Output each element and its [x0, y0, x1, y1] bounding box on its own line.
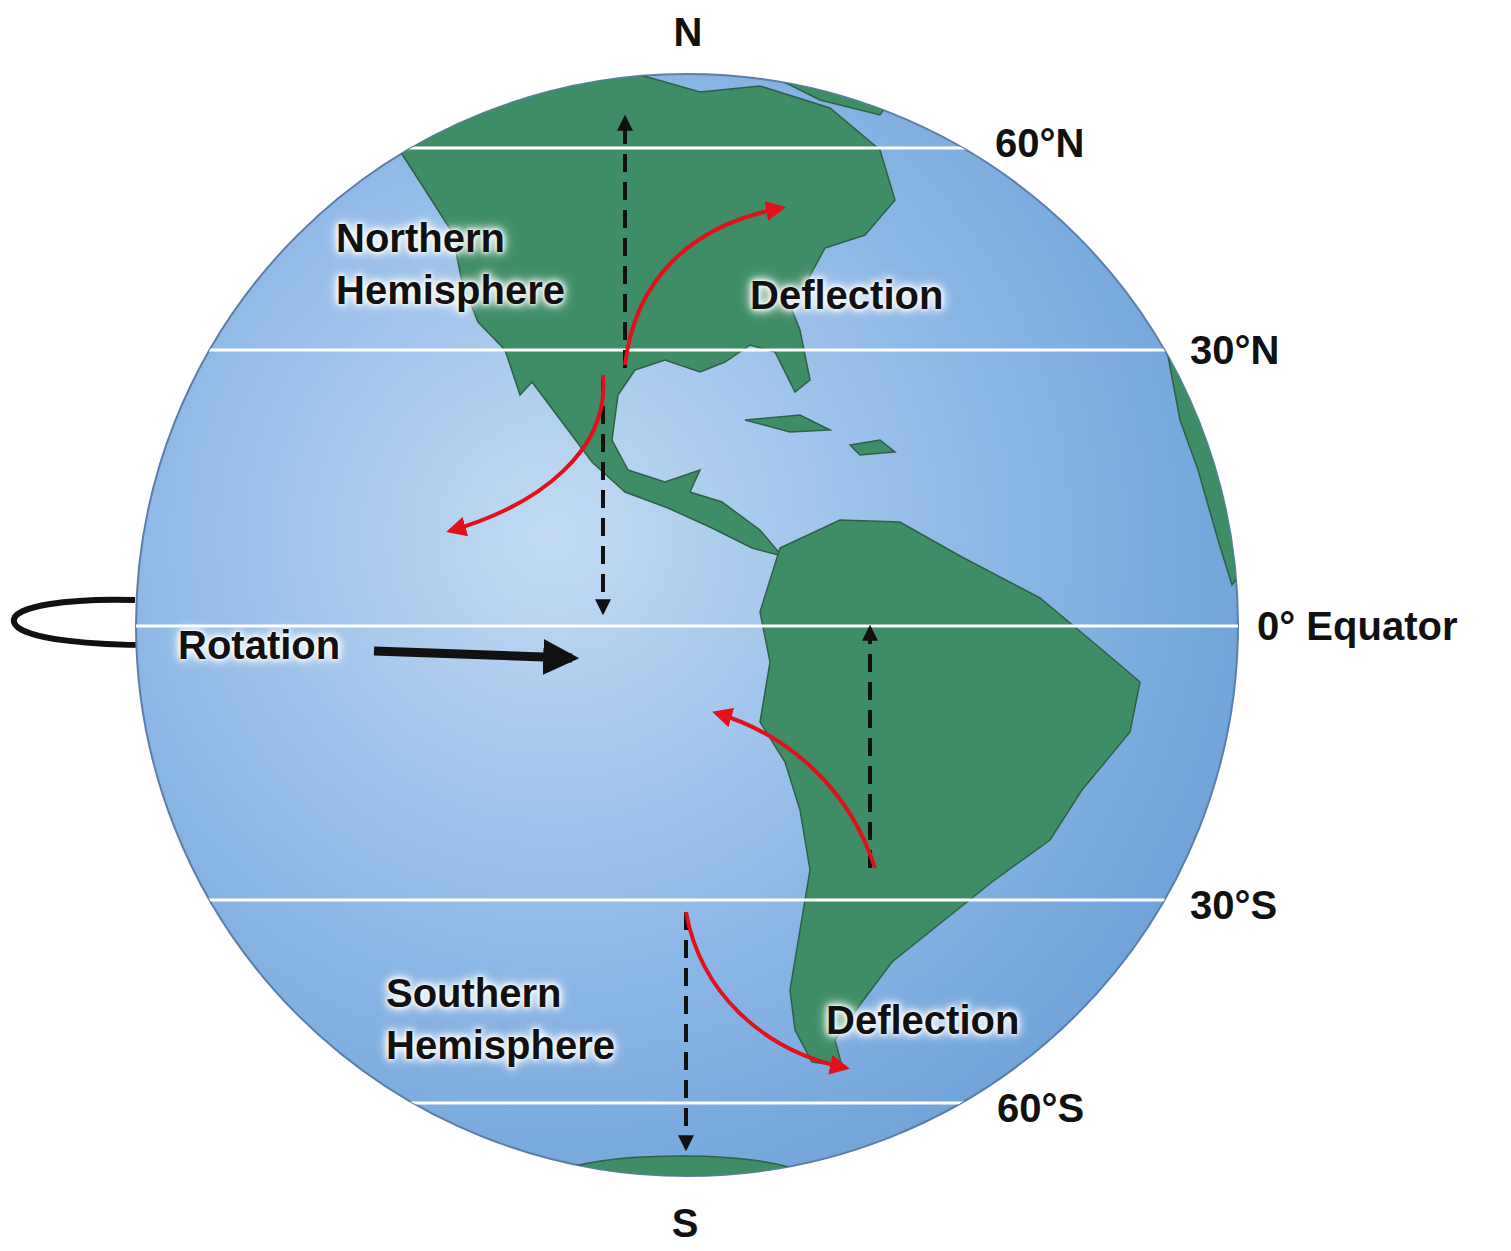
map-label: Southern Hemisphere [386, 967, 686, 1071]
map-label: Rotation [178, 619, 340, 671]
map-label: 30°S [1190, 879, 1277, 931]
caribbean [745, 415, 895, 455]
map-label: Deflection [750, 269, 943, 321]
map-label: 60°N [995, 117, 1084, 169]
south-america [760, 520, 1140, 1066]
map-label: 0° Equator [1257, 600, 1457, 652]
map-label: N [674, 6, 703, 58]
continents [380, 60, 1250, 1200]
map-label: S [672, 1197, 699, 1249]
map-label: Deflection [826, 994, 1019, 1046]
map-label: Northern Hemisphere [336, 212, 626, 316]
intended-paths [603, 118, 870, 1148]
map-label: 30°N [1190, 324, 1279, 376]
greenland [760, 60, 900, 115]
antarctica [555, 1156, 805, 1200]
deflection-arrows [450, 208, 875, 1068]
rotation-arrow [374, 651, 572, 658]
map-label: 60°S [997, 1082, 1084, 1134]
latitude-lines [100, 148, 1300, 1103]
africa [1165, 340, 1250, 585]
